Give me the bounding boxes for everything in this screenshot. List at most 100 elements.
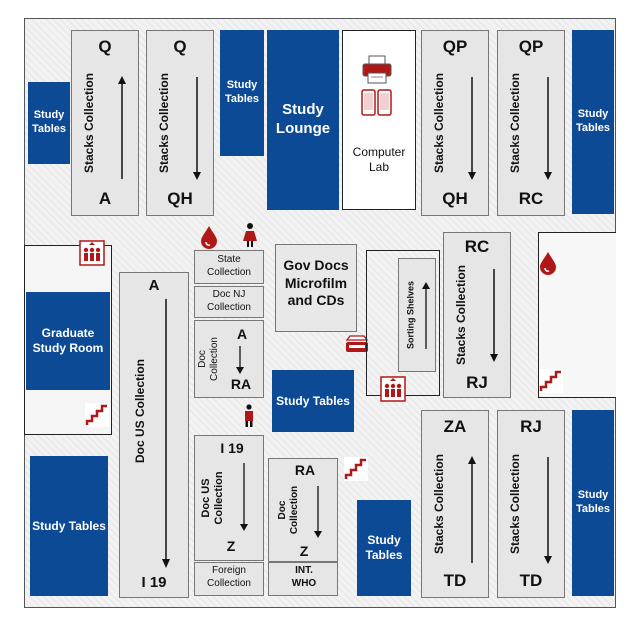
room-label: Gov Docs Microfilm and CDs xyxy=(283,257,349,308)
tablet-icon xyxy=(361,89,392,116)
study-tables-top[interactable]: Study Tables xyxy=(220,30,264,156)
call-number-start: RC xyxy=(464,237,490,256)
call-number-end: QH xyxy=(167,189,193,208)
stacks-za-td[interactable]: ZA Stacks Collection TD xyxy=(421,410,489,598)
arrow-down-icon xyxy=(490,269,498,362)
printer-icon xyxy=(362,55,392,84)
call-number-end: I 19 xyxy=(141,574,167,591)
doc-collection-a-ra[interactable]: A Doc Collection RA xyxy=(194,320,264,398)
scanner-icon xyxy=(345,335,369,352)
elevator-icon xyxy=(380,376,406,402)
call-number-start: Q xyxy=(173,37,187,56)
study-tables-left-top[interactable]: Study Tables xyxy=(28,82,70,164)
foreign-collection[interactable]: Foreign Collection xyxy=(194,562,264,596)
room-label: Graduate Study Room xyxy=(32,326,104,355)
sorting-shelves[interactable]: Sorting Shelves xyxy=(398,258,436,372)
stacks-rj-td[interactable]: RJ Stacks Collection TD xyxy=(497,410,565,598)
elevator-icon xyxy=(79,240,105,266)
stacks-label: Stacks Collection xyxy=(453,264,468,366)
call-number-end: Z xyxy=(299,543,309,559)
room-label: Study Tables xyxy=(575,489,611,515)
doc-us-collection-a-i19[interactable]: A Doc US Collection I 19 xyxy=(119,272,189,598)
arrow-down-icon xyxy=(544,457,552,564)
doc-nj-collection[interactable]: Doc NJ Collection xyxy=(194,286,264,318)
collection-label: Doc US Collection xyxy=(132,359,147,464)
study-lounge[interactable]: Study Lounge xyxy=(267,30,339,210)
room-label: Study Tables xyxy=(224,79,260,105)
room-label: Study Tables xyxy=(575,108,611,134)
arrow-down-icon xyxy=(236,346,244,374)
call-number-end: TD xyxy=(519,571,543,590)
study-tables-left-bottom[interactable]: Study Tables xyxy=(30,456,108,596)
room-label: Study Tables xyxy=(365,533,403,562)
call-number-end: RA xyxy=(230,376,252,392)
call-number-start: RJ xyxy=(520,417,542,436)
graduate-study-room[interactable]: Graduate Study Room xyxy=(26,292,110,390)
gov-docs-microfilm[interactable]: Gov Docs Microfilm and CDs xyxy=(275,244,357,332)
arrow-down-icon xyxy=(468,77,476,180)
study-tables-right-bottom[interactable]: Study Tables xyxy=(572,410,614,596)
call-number-start: I 19 xyxy=(220,440,244,456)
water-fountain-icon xyxy=(201,226,217,249)
int-who-collection[interactable]: INT. WHO xyxy=(268,562,338,596)
room-label: Computer Lab xyxy=(352,145,406,174)
collection-label: Doc Collection xyxy=(197,337,220,381)
collection-label: Doc NJ Collection xyxy=(207,289,251,313)
call-number-start: A xyxy=(148,277,160,294)
restroom-icon xyxy=(243,223,257,247)
room-label: Study Tables xyxy=(276,393,350,408)
stacks-label: Stacks Collection xyxy=(507,72,522,174)
study-tables-right-top[interactable]: Study Tables xyxy=(572,30,614,214)
room-label: Sorting Shelves xyxy=(405,280,416,350)
doc-collection-ra-z[interactable]: RA Doc Collection Z xyxy=(268,458,338,562)
stacks-q-qh[interactable]: Q Stacks Collection QH xyxy=(146,30,214,216)
arrow-down-icon xyxy=(193,77,201,180)
arrow-down-icon xyxy=(544,77,552,180)
arrow-down-icon xyxy=(240,463,248,531)
collection-label: INT. WHO xyxy=(291,565,317,589)
call-number-start: ZA xyxy=(443,417,467,436)
call-number-start: A xyxy=(236,326,248,342)
collection-label: Doc Collection xyxy=(277,485,300,535)
collection-label: Foreign Collection xyxy=(207,565,251,589)
water-fountain-icon xyxy=(540,252,556,275)
doc-us-collection-i19-z[interactable]: I 19 Doc US Collection Z xyxy=(194,435,264,561)
call-number-end: RC xyxy=(518,189,544,208)
room-label: Study Tables xyxy=(31,109,67,135)
call-number-end: A xyxy=(98,189,112,208)
stacks-qp-rc[interactable]: QP Stacks Collection RC xyxy=(497,30,565,216)
stacks-label: Stacks Collection xyxy=(156,72,171,174)
room-label: Study Tables xyxy=(32,518,106,533)
stacks-label: Stacks Collection xyxy=(81,72,96,174)
stacks-label: Stacks Collection xyxy=(431,453,446,555)
stacks-qp-qh[interactable]: QP Stacks Collection QH xyxy=(421,30,489,216)
stacks-q-a[interactable]: Q Stacks Collection A xyxy=(71,30,139,216)
call-number-end: TD xyxy=(443,571,467,590)
computer-lab[interactable]: Computer Lab xyxy=(342,30,416,210)
call-number-end: RJ xyxy=(466,373,488,392)
call-number-start: QP xyxy=(442,37,468,56)
stacks-label: Stacks Collection xyxy=(431,72,446,174)
call-number-start: RA xyxy=(294,462,316,478)
stacks-label: Stacks Collection xyxy=(507,453,522,555)
collection-label: State Collection xyxy=(207,254,251,278)
arrow-up-icon xyxy=(118,76,126,179)
call-number-start: Q xyxy=(98,37,112,56)
restroom-icon xyxy=(245,404,253,427)
stairs-icon xyxy=(344,457,368,481)
stairs-icon xyxy=(85,403,109,427)
arrow-down-icon xyxy=(162,299,170,568)
arrow-up-icon xyxy=(468,456,476,563)
arrow-down-icon xyxy=(314,486,322,538)
study-tables-bottom-center[interactable]: Study Tables xyxy=(357,500,411,596)
stacks-rc-rj[interactable]: RC Stacks Collection RJ xyxy=(443,232,511,398)
collection-label: Doc US Collection xyxy=(199,471,225,525)
arrow-up-icon xyxy=(422,282,430,349)
call-number-start: QP xyxy=(518,37,544,56)
stairs-icon xyxy=(539,369,563,393)
call-number-end: QH xyxy=(442,189,468,208)
study-tables-center[interactable]: Study Tables xyxy=(272,370,354,432)
state-collection[interactable]: State Collection xyxy=(194,250,264,284)
room-label: Study Lounge xyxy=(275,101,331,137)
